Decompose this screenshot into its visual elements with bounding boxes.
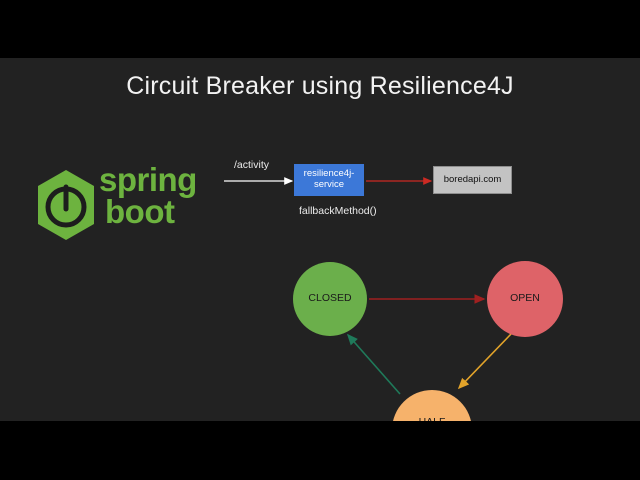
state-label-closed: CLOSED — [308, 292, 352, 305]
open-to-half-open-arrow — [457, 332, 513, 390]
fallback-method-label: fallbackMethod() — [299, 205, 377, 217]
slide-canvas: Circuit Breaker using Resilience4J sprin… — [0, 58, 640, 421]
boredapi-box[interactable]: boredapi.com — [433, 166, 512, 194]
state-machine-arrow-layer — [346, 294, 513, 395]
half-open-to-closed-arrow — [346, 333, 401, 395]
logo-word-boot: boot — [105, 193, 175, 231]
flow-arrow-layer — [224, 177, 433, 185]
page-title: Circuit Breaker using Resilience4J — [126, 72, 514, 100]
state-label-half-open: HALF OPEN — [417, 416, 447, 421]
spring-boot-logo: spring boot — [33, 161, 197, 253]
letterbox-top-bar — [0, 0, 640, 58]
spring-boot-wordmark: spring boot — [99, 161, 197, 253]
external-api-label: boredapi.com — [443, 173, 502, 185]
service-box-label: resilience4j- service — [303, 168, 355, 190]
spring-leaf-power-icon — [38, 170, 94, 240]
state-label-open: OPEN — [510, 292, 540, 305]
state-circle-closed[interactable]: CLOSED — [293, 262, 367, 336]
logo-word-spring: spring — [99, 161, 197, 198]
resilience4j-service-box[interactable]: resilience4j- service — [294, 164, 364, 196]
state-circle-open[interactable]: OPEN — [487, 261, 563, 337]
letterbox-bottom-bar — [0, 421, 640, 480]
request-path-label: /activity — [234, 159, 270, 171]
